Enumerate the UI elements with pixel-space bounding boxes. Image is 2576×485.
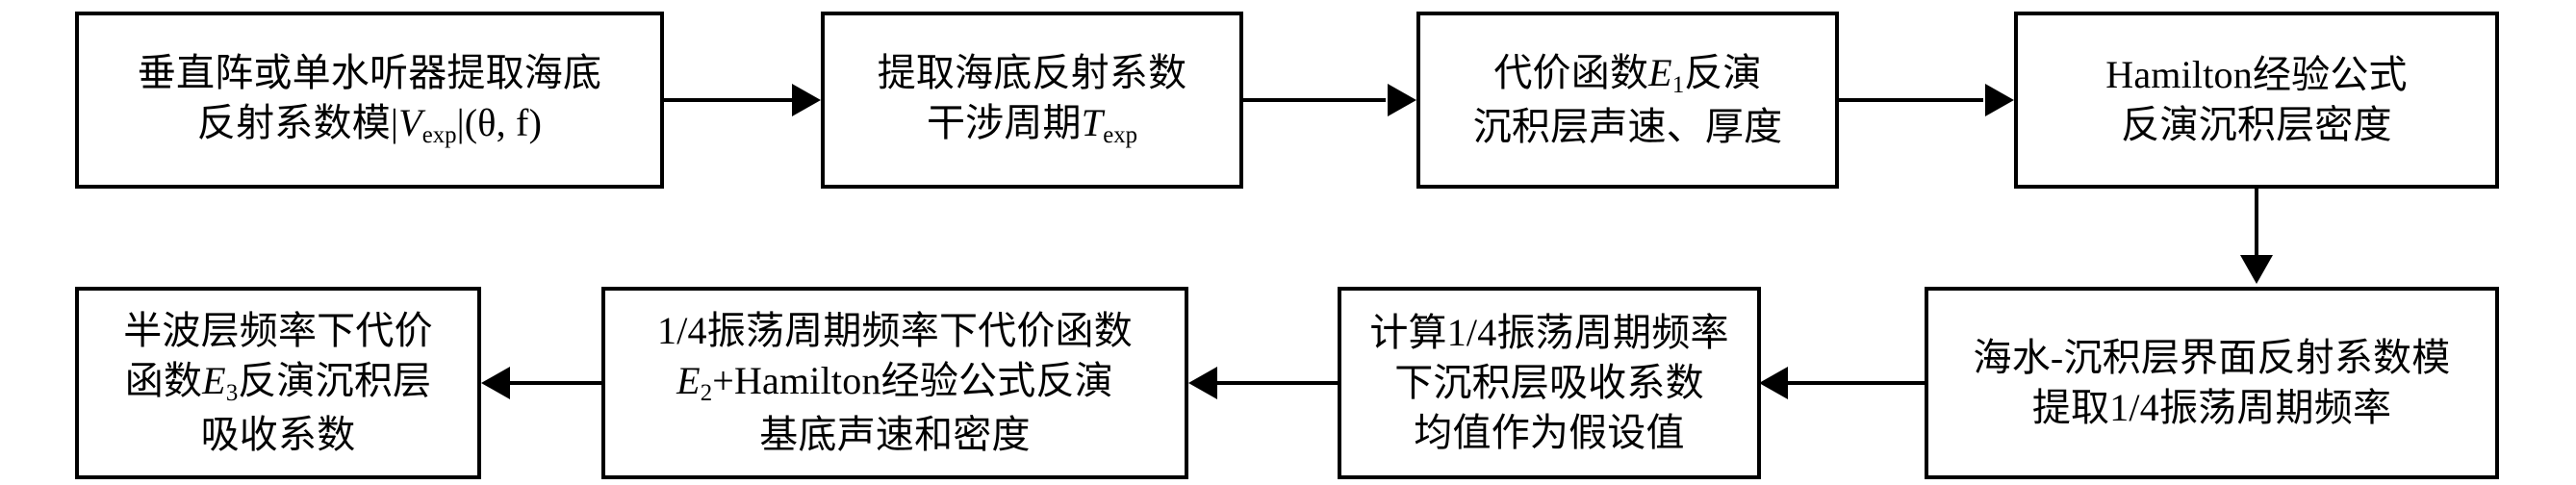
node-n5-line-2: 提取1/4振荡周期频率 <box>2031 386 2392 429</box>
node-n2-symbol-T-subscript: exp <box>1103 122 1138 149</box>
flow-node-n7[interactable]: 1/4振荡周期频率下代价函数 E2+Hamilton经验公式反演 基底声速和密度 <box>601 287 1188 479</box>
node-n1-symbol-V: V <box>398 101 422 145</box>
node-n8-line-3: 吸收系数 <box>200 412 356 456</box>
node-n5-line-1: 海水-沉积层界面反射系数模 <box>1973 336 2451 379</box>
node-n8-line-2-prefix: 函数 <box>124 359 203 403</box>
edge-n1-to-n2-arrowhead <box>792 84 821 116</box>
node-n7-line-3: 基底声速和密度 <box>759 412 1031 456</box>
node-n3-symbol-E: E <box>1648 51 1672 95</box>
edge-n2-to-n3-arrowhead <box>1388 84 1416 116</box>
flow-node-n8[interactable]: 半波层频率下代价 函数E3反演沉积层 吸收系数 <box>75 287 481 479</box>
node-n1-line-2: 反射系数模|Vexp|(θ, f) <box>197 98 542 151</box>
edge-n4-to-n5-line <box>2255 189 2258 258</box>
edge-n1-to-n2-line <box>664 98 797 102</box>
node-n2-line-1: 提取海底反射系数 <box>877 51 1187 95</box>
flow-node-n3[interactable]: 代价函数E1反演 沉积层声速、厚度 <box>1416 12 1839 189</box>
node-n2-line-2: 干涉周期Texp <box>927 98 1137 151</box>
node-n8-line-2-suffix: 反演沉积层 <box>238 359 432 403</box>
node-n8-line-2: 函数E3反演沉积层 <box>125 356 431 409</box>
flow-node-n1[interactable]: 垂直阵或单水听器提取海底 反射系数模|Vexp|(θ, f) <box>75 12 664 189</box>
node-n3-symbol-E-subscript: 1 <box>1671 72 1685 99</box>
node-n8-symbol-E-subscript: 3 <box>225 380 239 407</box>
flow-node-n4[interactable]: Hamilton经验公式 反演沉积层密度 <box>2014 12 2499 189</box>
edge-n6-to-n7-line <box>1217 381 1338 385</box>
edge-n3-to-n4-arrowhead <box>1985 84 2014 116</box>
node-n3-line-2: 沉积层声速、厚度 <box>1472 104 1783 148</box>
node-n1-line-2-suffix: |(θ, f) <box>456 101 543 145</box>
node-n3-line-1-prefix: 代价函数 <box>1493 51 1649 95</box>
flow-node-n6[interactable]: 计算1/4振荡周期频率 下沉积层吸收系数 均值作为假设值 <box>1338 287 1761 479</box>
edge-n7-to-n8-arrowhead <box>481 367 510 399</box>
node-n3-line-1-suffix: 反演 <box>1684 51 1762 95</box>
node-n2-symbol-T: T <box>1081 101 1104 145</box>
node-n3-line-1: 代价函数E1反演 <box>1493 48 1761 101</box>
node-n6-line-3: 均值作为假设值 <box>1414 411 1685 454</box>
node-n7-line-1: 1/4振荡周期频率下代价函数 <box>657 309 1133 353</box>
node-n8-line-1: 半波层频率下代价 <box>123 309 433 353</box>
edge-n5-to-n6-arrowhead <box>1759 367 1788 399</box>
node-n7-symbol-E: E <box>676 359 701 403</box>
flow-node-n2[interactable]: 提取海底反射系数 干涉周期Texp <box>821 12 1243 189</box>
node-n7-line-2: E2+Hamilton经验公式反演 <box>676 356 1113 409</box>
node-n6-line-1: 计算1/4振荡周期频率 <box>1369 311 1729 354</box>
node-n1-symbol-V-subscript: exp <box>421 122 457 149</box>
node-n7-symbol-E-subscript: 2 <box>700 380 713 407</box>
node-n6-line-2: 下沉积层吸收系数 <box>1394 361 1704 404</box>
node-n1-line-1: 垂直阵或单水听器提取海底 <box>137 51 602 95</box>
node-n4-line-1: Hamilton经验公式 <box>2105 53 2408 96</box>
node-n4-line-2: 反演沉积层密度 <box>2121 103 2392 146</box>
edge-n6-to-n7-arrowhead <box>1188 367 1217 399</box>
node-n7-line-2-suffix: +Hamilton经验公式反演 <box>712 359 1113 403</box>
node-n1-line-2-prefix: 反射系数模| <box>196 101 399 145</box>
edge-n5-to-n6-line <box>1788 381 1925 385</box>
edge-n2-to-n3-line <box>1243 98 1386 102</box>
edge-n7-to-n8-line <box>510 381 601 385</box>
node-n8-symbol-E: E <box>202 359 226 403</box>
node-n2-line-2-prefix: 干涉周期 <box>926 101 1082 145</box>
edge-n4-to-n5-arrowhead <box>2240 255 2273 284</box>
flow-node-n5[interactable]: 海水-沉积层界面反射系数模 提取1/4振荡周期频率 <box>1925 287 2499 479</box>
edge-n3-to-n4-line <box>1839 98 1983 102</box>
